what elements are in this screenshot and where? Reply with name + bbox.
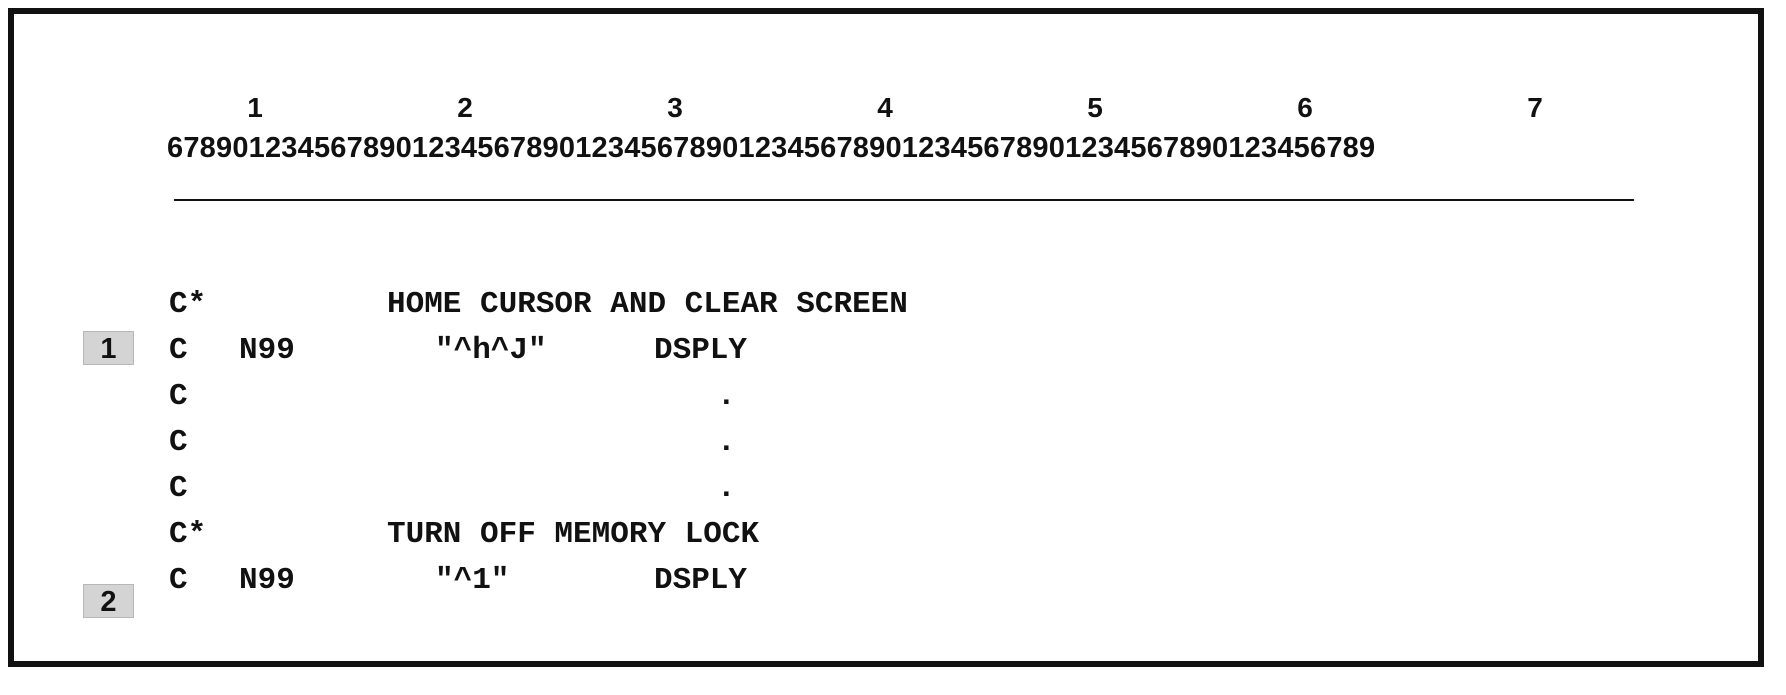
ellipsis-dot: . [717,379,736,414]
ruler-divider [174,199,1634,201]
ruler-tens-label: 2 [457,92,473,123]
indicator: N99 [239,563,295,598]
callout-marker: 1 [83,331,134,365]
code-listing: C* HOME CURSOR AND CLEAR SCREEN C N99 "^… [169,282,1369,604]
spec-type: C [169,379,188,414]
ellipsis-dot: . [717,425,736,460]
document-frame: 1 2 3 4 5 6 7 67890123456789012345678901… [8,8,1764,667]
column-ruler: 1 2 3 4 5 6 7 67890123456789012345678901… [167,94,1687,184]
code-line: C . [169,466,1369,512]
code-line: C N99 "^1" DSPLY [169,558,1369,604]
ruler-ones-row: 6789012345678901234567890123456789012345… [167,132,1376,164]
code-line: C* HOME CURSOR AND CLEAR SCREEN [169,282,1369,328]
spec-type: C* [169,517,207,552]
ellipsis-dot: . [717,471,736,506]
spec-type: C [169,471,188,506]
ruler-tens-label: 7 [1527,92,1543,123]
operation: DSPLY [654,333,748,368]
comment-text: HOME CURSOR AND CLEAR SCREEN [387,287,908,322]
spec-type: C [169,563,188,598]
operation: DSPLY [654,563,748,598]
spec-type: C [169,425,188,460]
ruler-tens-label: 1 [247,92,263,123]
code-line: C* TURN OFF MEMORY LOCK [169,512,1369,558]
comment-text: TURN OFF MEMORY LOCK [387,517,760,552]
code-line: C N99 "^h^J" DSPLY [169,328,1369,374]
callout-marker: 2 [83,584,134,618]
factor-literal: "^1" [435,563,510,598]
ruler-tens-label: 5 [1087,92,1103,123]
code-line: C . [169,420,1369,466]
ruler-tens-label: 3 [667,92,683,123]
indicator: N99 [239,333,295,368]
ruler-tens-label: 4 [877,92,893,123]
factor-literal: "^h^J" [435,333,547,368]
ruler-tens-label: 6 [1297,92,1313,123]
spec-type: C [169,333,188,368]
spec-type: C* [169,287,207,322]
code-line: C . [169,374,1369,420]
